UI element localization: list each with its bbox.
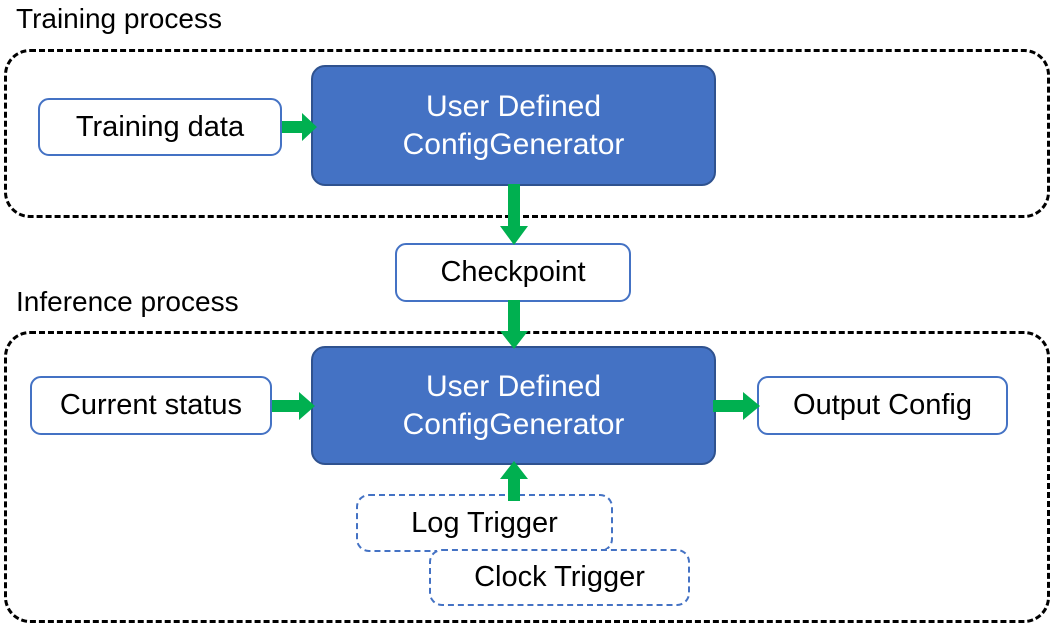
training-process-label: Training process <box>16 3 222 34</box>
arrow-trigger-to-generator <box>497 461 531 501</box>
node-training-data[interactable]: Training data <box>38 98 282 156</box>
node-training-config-generator[interactable]: User Defined ConfigGenerator <box>311 65 716 186</box>
node-output-config[interactable]: Output Config <box>757 376 1008 435</box>
inference-process-label: Inference process <box>16 286 239 317</box>
arrow-generator-to-checkpoint <box>497 184 531 246</box>
inference-process-container <box>4 331 1050 623</box>
arrow-checkpoint-to-generator <box>497 300 531 350</box>
node-current-status[interactable]: Current status <box>30 376 272 435</box>
node-inference-config-generator-line1: User Defined <box>425 369 602 403</box>
arrow-training-data-to-generator <box>282 110 318 144</box>
node-training-config-generator-line1: User Defined <box>425 89 602 123</box>
training-process-container <box>4 49 1050 218</box>
node-inference-config-generator-line2: ConfigGenerator <box>402 407 625 441</box>
node-checkpoint[interactable]: Checkpoint <box>395 243 631 302</box>
arrow-current-status-to-generator <box>272 389 316 423</box>
node-training-config-generator-line2: ConfigGenerator <box>402 127 625 161</box>
arrow-generator-to-output-config <box>713 389 761 423</box>
node-inference-config-generator[interactable]: User Defined ConfigGenerator <box>311 346 716 465</box>
node-log-trigger[interactable]: Log Trigger <box>356 494 613 552</box>
node-clock-trigger[interactable]: Clock Trigger <box>429 549 690 606</box>
